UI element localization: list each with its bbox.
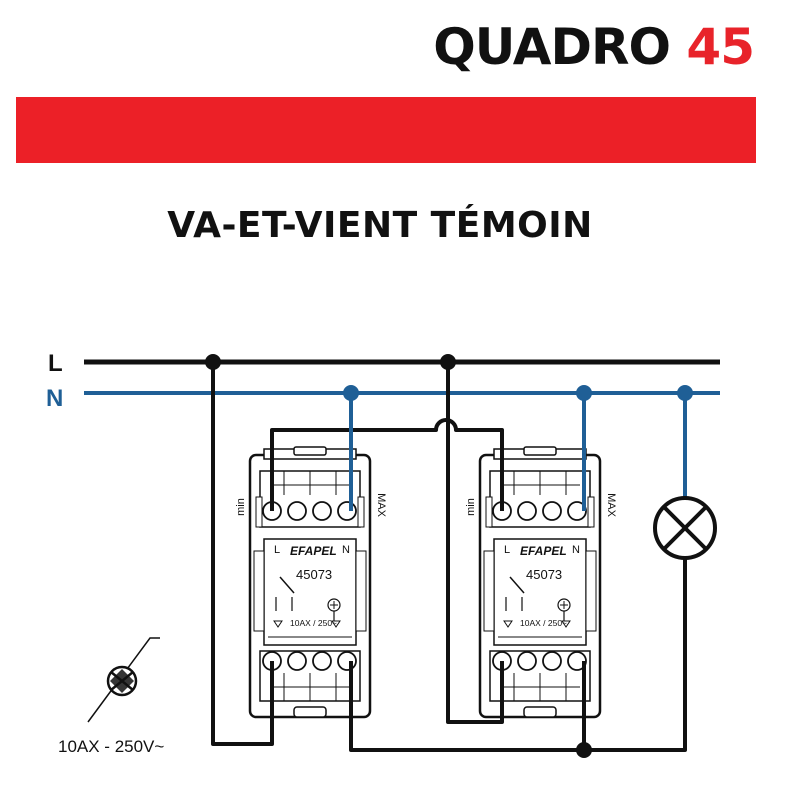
switch-left-brand: EFAPEL (290, 544, 337, 558)
phase-wiring (211, 362, 687, 752)
diagram-title: VA-ET-VIENT TÉMOIN (167, 205, 593, 246)
lamp-icon (653, 496, 717, 560)
switch-right: min MAX L N EFAPEL 45073 10AX / 250~ (465, 445, 617, 719)
junction-dot (440, 354, 456, 370)
junction-dot (343, 385, 359, 401)
brand-word: QUADRO (433, 18, 671, 76)
switch-left-n-label: N (342, 544, 350, 556)
neutral-label: N (46, 385, 63, 412)
switch-right-code: 45073 (526, 567, 562, 582)
switch-left-code: 45073 (296, 567, 332, 582)
switch-left-max-label: MAX (375, 493, 387, 518)
switch-right-n-label: N (572, 544, 580, 556)
brand-number: 45 (686, 18, 755, 76)
line-label: L (48, 350, 63, 377)
junction-dot (677, 385, 693, 401)
neutral-wiring (349, 393, 687, 511)
switch-right-l-label: L (504, 544, 510, 556)
switch-left: min MAX L N EFAPEL 45073 10AX / 250~ (235, 445, 387, 719)
pilot-lamp-icon (87, 637, 160, 723)
red-band (16, 97, 756, 163)
junction-dot (576, 385, 592, 401)
switch-right-min-label: min (465, 498, 477, 516)
switch-left-l-label: L (274, 544, 280, 556)
switch-left-min-label: min (235, 498, 247, 516)
switch-right-brand: EFAPEL (520, 544, 567, 558)
switch-right-rating: 10AX / 250~ (520, 618, 567, 628)
switch-right-max-label: MAX (605, 493, 617, 518)
brand-title: QUADRO 45 (433, 22, 755, 72)
switch-left-rating: 10AX / 250~ (290, 618, 337, 628)
junction-dot (205, 354, 221, 370)
legend-rating: 10AX - 250V~ (58, 737, 164, 756)
junction-dot (576, 742, 592, 758)
